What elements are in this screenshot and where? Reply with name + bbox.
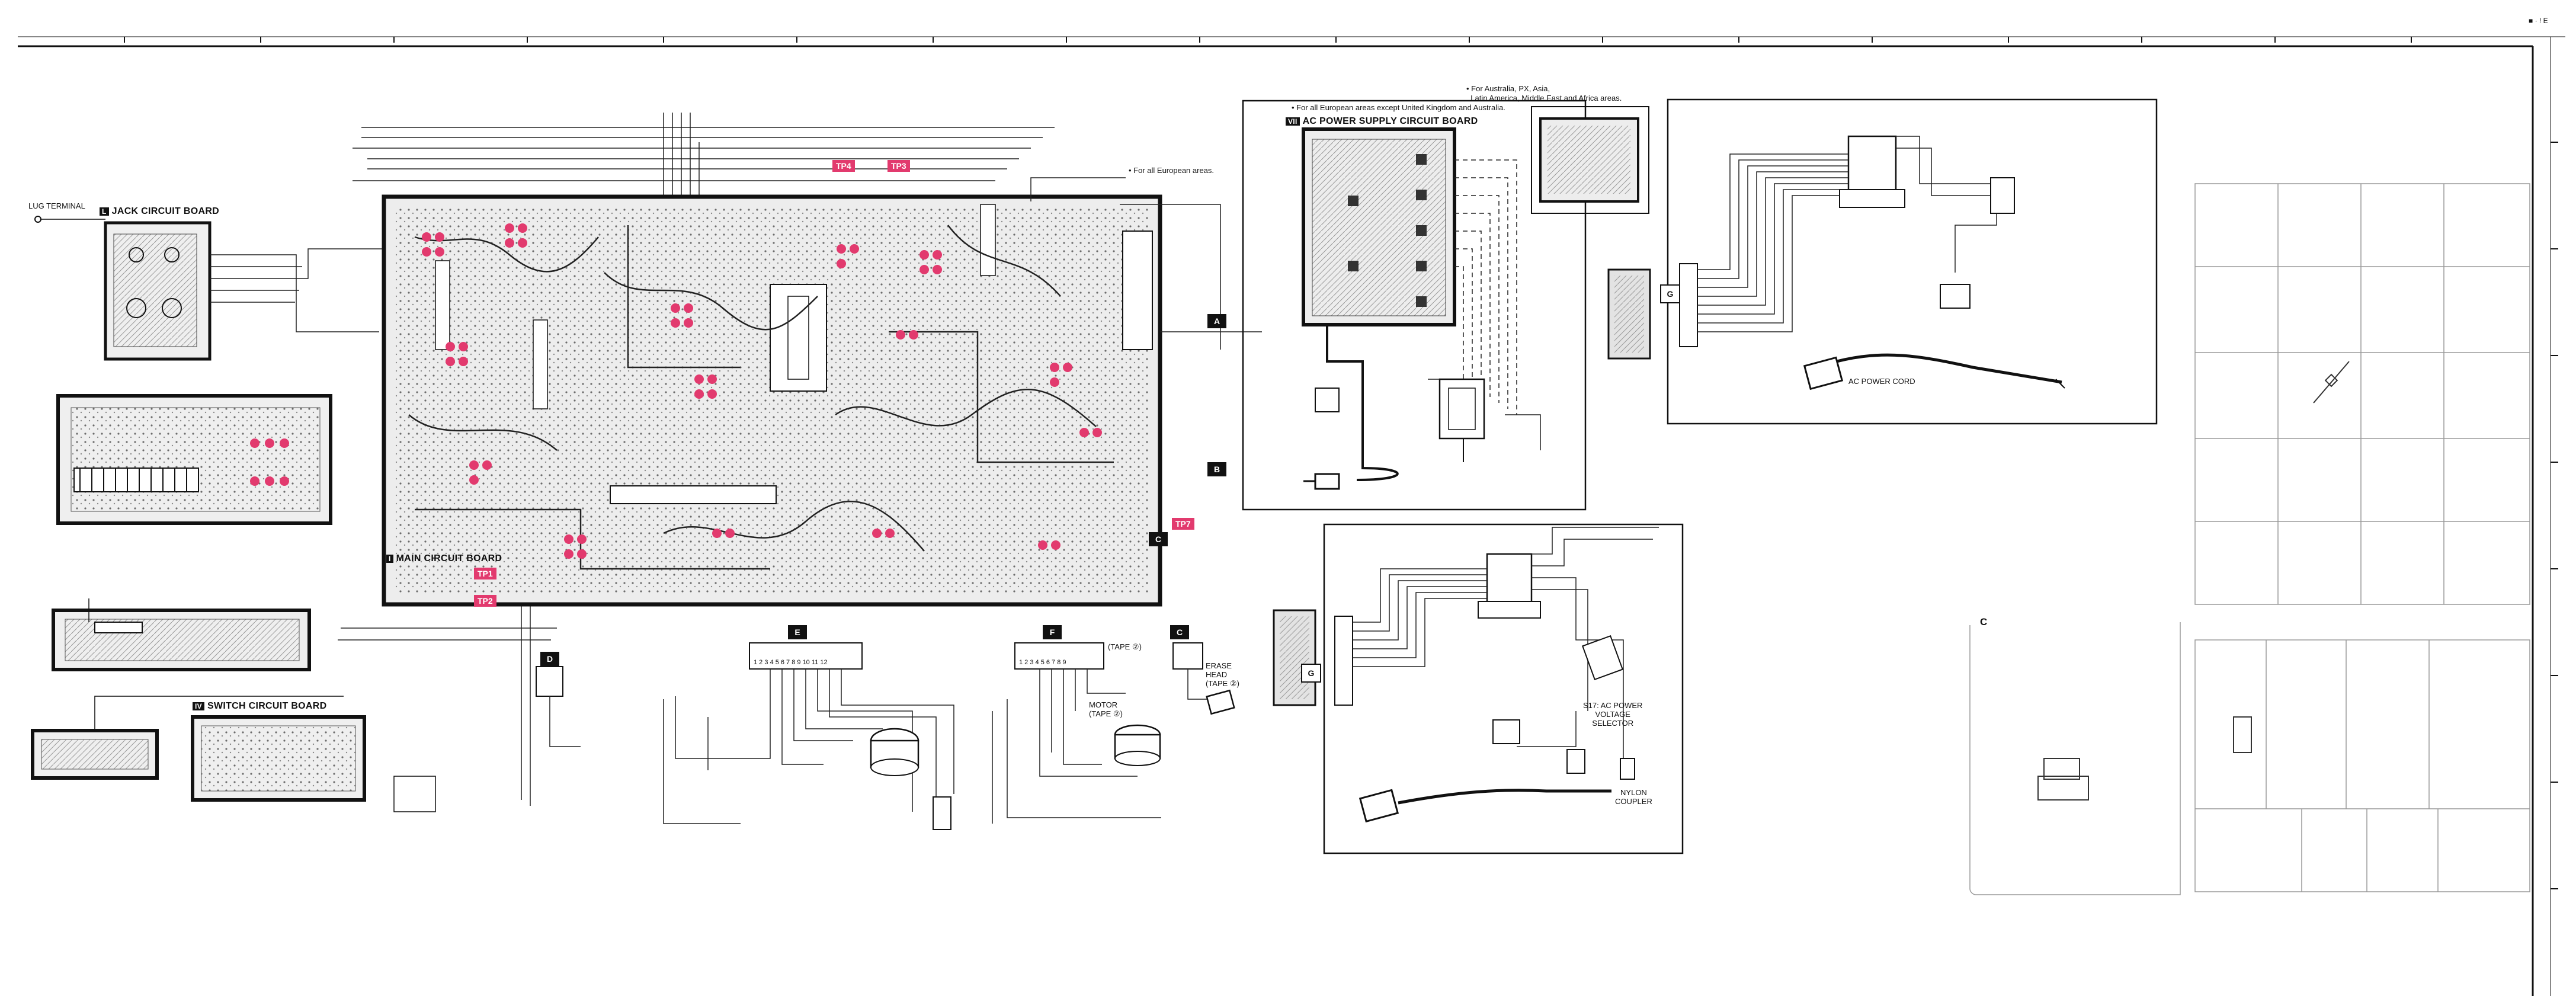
ac-power-board-id: VII xyxy=(1286,117,1300,126)
test-point-tp3: TP3 xyxy=(887,160,910,172)
connector-e-pins: 1 2 3 4 5 6 7 8 9 10 11 12 xyxy=(754,659,828,666)
erase-head-text-3: (TAPE ②) xyxy=(1206,679,1239,688)
s17-text-2: VOLTAGE xyxy=(1595,710,1630,719)
note-european-except: • For all European areas except United K… xyxy=(1292,103,1505,112)
connector-c2-marker: C xyxy=(1170,625,1189,639)
main-circuit-board-drawing xyxy=(382,177,1162,607)
erase-head-label: ERASE HEAD (TAPE ②) xyxy=(1206,661,1239,688)
connector-f-pins: 1 2 3 4 5 6 7 8 9 xyxy=(1019,659,1066,666)
connector-b-marker: B xyxy=(1207,462,1226,476)
s17-text-1: S17: AC POWER xyxy=(1583,701,1643,710)
s17-text-3: SELECTOR xyxy=(1592,719,1634,728)
tape2-label: (TAPE ②) xyxy=(1108,642,1142,651)
note-australia: • For Australia, PX, Asia, Latin America… xyxy=(1466,84,1622,103)
transformer-section-top xyxy=(1607,98,2158,425)
jack-board-id: L xyxy=(100,207,109,216)
connector-c-marker: C xyxy=(1149,532,1168,546)
note-all-european-text: For all European areas. xyxy=(1133,166,1215,175)
right-grid-panel xyxy=(2194,183,2530,605)
left-aux-board-2 xyxy=(52,598,311,671)
note-all-european: • For all European areas. xyxy=(1129,166,1215,175)
motor-label-text: MOTOR xyxy=(1089,700,1118,709)
jack-board-label: JACK CIRCUIT BOARD xyxy=(111,206,220,216)
motor-label: MOTOR (TAPE ②) xyxy=(1089,700,1123,718)
main-board-extension xyxy=(1120,204,1262,350)
test-point-tp2: TP2 xyxy=(474,595,496,607)
test-point-tp4: TP4 xyxy=(832,160,855,172)
highlighted-components xyxy=(422,223,1102,559)
connector-g-marker: G xyxy=(1660,284,1680,303)
nylon-text-2: COUPLER xyxy=(1615,797,1652,806)
test-point-tp1: TP1 xyxy=(474,568,496,579)
connector-d-marker: D xyxy=(540,652,559,666)
test-point-tp7: TP7 xyxy=(1172,518,1194,530)
page-frame xyxy=(18,36,2565,996)
regional-variant-board xyxy=(1531,106,1649,214)
nylon-coupler-label: NYLON COUPLER xyxy=(1615,788,1652,806)
ac-power-section-lower xyxy=(1273,523,1684,854)
note-australia-line2: Latin America, Middle East and Africa ar… xyxy=(1470,94,1622,103)
motor-erase-head-drawing xyxy=(393,689,1235,830)
connector-g2-marker: G xyxy=(1301,664,1321,683)
main-board-label: MAIN CIRCUIT BOARD xyxy=(396,553,502,563)
note-australia-line1: For Australia, PX, Asia, xyxy=(1471,84,1550,93)
top-right-mark: ■ · ! E xyxy=(2529,17,2548,25)
ac-power-supply-board-drawing xyxy=(1242,100,1587,511)
switch-board-label: SWITCH CIRCUIT BOARD xyxy=(207,701,327,711)
inset-c-panel xyxy=(1969,622,2181,895)
nylon-text-1: NYLON xyxy=(1620,788,1647,797)
motor-tape-text: (TAPE ②) xyxy=(1089,709,1123,718)
connector-e-marker: E xyxy=(788,625,807,639)
jack-circuit-board-drawing xyxy=(34,216,385,361)
lug-terminal-label: LUG TERMINAL xyxy=(28,201,85,210)
left-aux-board-1 xyxy=(56,394,332,525)
s17-selector-label: S17: AC POWER VOLTAGE SELECTOR xyxy=(1583,701,1642,728)
connector-f-marker: F xyxy=(1043,625,1062,639)
ac-power-cord-label: AC POWER CORD xyxy=(1848,377,1915,386)
erase-head-text-2: HEAD xyxy=(1206,670,1228,679)
right-grid-panel-lower xyxy=(2194,639,2530,892)
inset-c-label: C xyxy=(1980,616,1988,627)
tape-mechanism-wiring xyxy=(536,642,1209,824)
switch-board-id: IV xyxy=(193,702,204,710)
switch-circuit-board-drawing xyxy=(31,696,366,802)
ac-power-board-label: AC POWER SUPPLY CIRCUIT BOARD xyxy=(1302,116,1478,126)
connector-a-marker: A xyxy=(1207,314,1226,328)
note-european-except-text: For all European areas except United Kin… xyxy=(1296,103,1505,112)
erase-head-text-1: ERASE xyxy=(1206,661,1232,670)
main-board-id: I xyxy=(386,555,393,563)
